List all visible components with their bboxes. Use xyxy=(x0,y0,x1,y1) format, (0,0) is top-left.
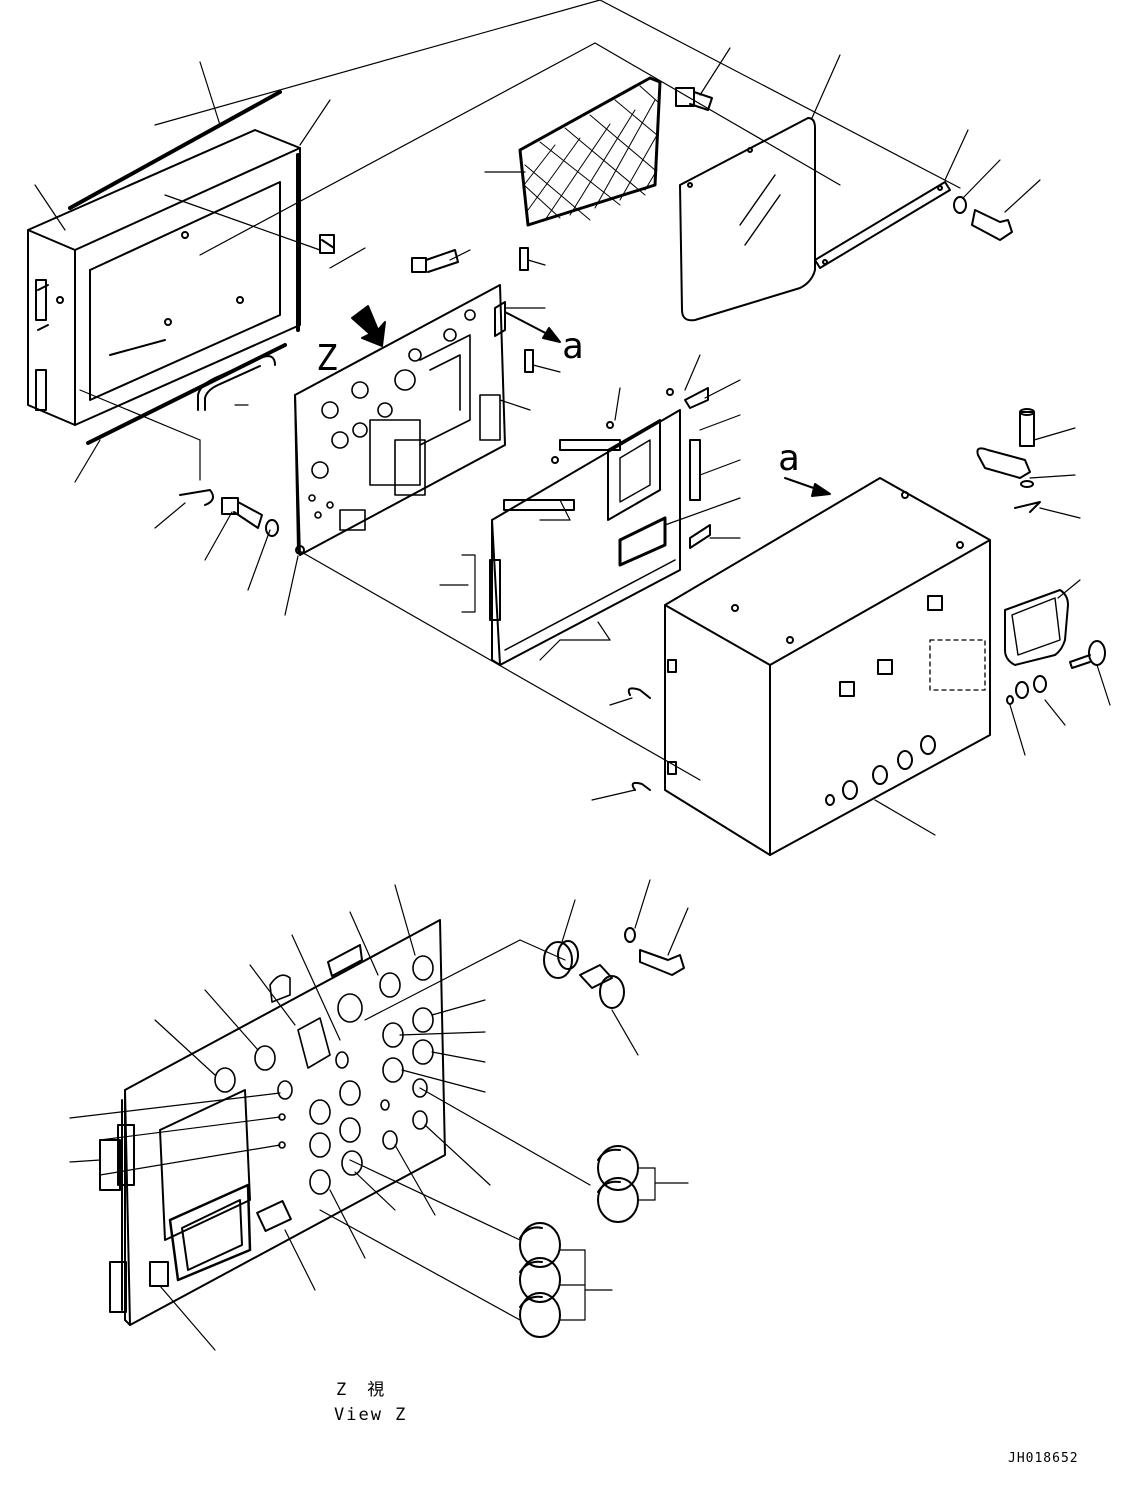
washer-view-z xyxy=(624,927,636,943)
view-z-knobs xyxy=(214,955,434,1195)
seal-gasket xyxy=(1004,589,1069,666)
knob-screw xyxy=(1069,640,1106,669)
net-pocket xyxy=(518,76,662,227)
glass-window xyxy=(679,117,816,322)
leader-lines-upper xyxy=(34,47,1111,836)
washer-right xyxy=(953,196,967,214)
panel-switch-cluster xyxy=(308,309,501,531)
switch-panel xyxy=(294,284,506,556)
rotary-switch xyxy=(579,964,625,1009)
button-caps-triple xyxy=(519,1222,561,1338)
cover-frame xyxy=(27,129,301,426)
snap-pin xyxy=(179,489,215,506)
clip xyxy=(319,234,335,254)
spring-clip xyxy=(1014,501,1041,513)
bolt-view-z xyxy=(639,949,685,976)
view-z-panel xyxy=(99,919,446,1326)
button-caps-pair xyxy=(597,1145,639,1223)
leader-lines-view-z xyxy=(69,879,689,1351)
lock-handle xyxy=(976,447,1034,488)
assembly-guide-lines xyxy=(79,0,961,1321)
hooks xyxy=(627,687,651,791)
grommets xyxy=(1006,675,1047,705)
bolt-top-right xyxy=(675,87,713,111)
view-z-caption-jp: Z 視 xyxy=(336,1380,386,1400)
bolt-left xyxy=(221,497,263,529)
gasket-plate xyxy=(489,387,711,666)
section-a-marker-upper: a xyxy=(562,326,584,367)
main-box xyxy=(664,477,991,856)
washer-left xyxy=(265,519,279,537)
handle-bar xyxy=(197,355,276,411)
bolt-far-right xyxy=(971,209,1013,241)
drawing-number: JH018652 xyxy=(1008,1451,1079,1466)
section-a-marker-box: a xyxy=(778,438,800,479)
retainer-strip xyxy=(814,181,951,269)
bolt-top-panel xyxy=(411,249,459,273)
cap-ring xyxy=(543,940,579,979)
lock-pin xyxy=(1019,408,1035,447)
section-a-arrow-box xyxy=(784,477,831,497)
view-z-caption-en: View Z xyxy=(334,1405,407,1425)
section-a-arrow-upper xyxy=(504,311,561,343)
view-z-arrow xyxy=(351,305,386,347)
view-z-marker: Z xyxy=(316,338,338,379)
small-blocks xyxy=(494,247,534,373)
seal-strip-top xyxy=(68,90,282,210)
